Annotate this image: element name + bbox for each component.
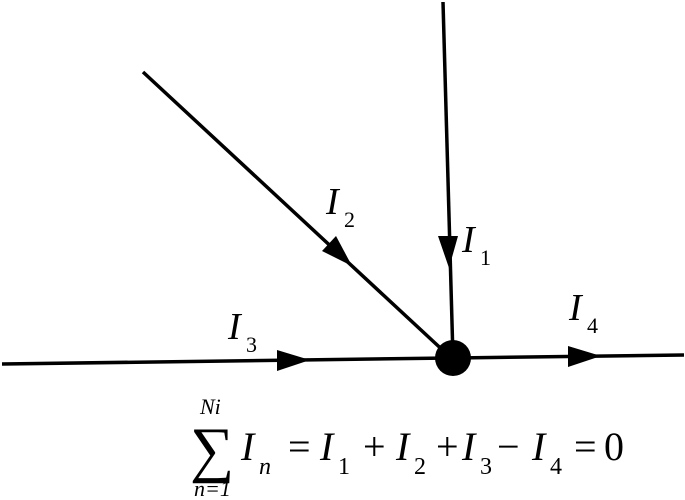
equals-sign-2: =: [574, 424, 597, 469]
sum-upper-limit: Ni: [199, 394, 221, 419]
label-i1-subscript: 1: [480, 245, 491, 270]
arrow-i1: [438, 236, 458, 268]
term-i3-letter: I: [461, 424, 477, 469]
plus-sign-1: +: [363, 424, 386, 469]
junction-node: [435, 340, 471, 376]
sigma-symbol: ∑: [190, 416, 234, 484]
plus-sign-2: +: [436, 424, 459, 469]
label-i3: I 3: [227, 306, 257, 357]
summand-letter: I: [240, 424, 256, 469]
label-i3-subscript: 3: [246, 332, 257, 357]
label-i3-letter: I: [227, 306, 243, 348]
label-i1-letter: I: [461, 219, 477, 261]
term-i2-subscript: 2: [414, 454, 426, 480]
term-i1-subscript: 1: [338, 454, 350, 480]
wire-i3: [1, 356, 451, 366]
term-i1-letter: I: [319, 424, 335, 469]
equals-sign-1: =: [288, 424, 311, 469]
arrow-i2: [322, 236, 352, 266]
label-i2-letter: I: [325, 181, 341, 223]
label-i2: I 2: [325, 181, 355, 232]
term-i2-letter: I: [395, 424, 411, 469]
label-i2-subscript: 2: [344, 207, 355, 232]
arrow-i4: [568, 346, 601, 367]
wire-i1: [441, 1, 455, 359]
kirchhoff-equation: Ni ∑ n=1 I n = I 1 + I 2 + I 3 − I 4 = 0: [190, 394, 624, 500]
label-i4-subscript: 4: [587, 313, 598, 338]
wire-i2: [141, 70, 451, 358]
term-i3-subscript: 3: [480, 454, 492, 480]
label-i4: I 4: [568, 287, 598, 338]
sum-lower-limit: n=1: [194, 476, 231, 500]
term-i4-subscript: 4: [550, 454, 562, 480]
label-i4-letter: I: [568, 287, 584, 329]
minus-sign: −: [497, 424, 520, 469]
arrow-i3: [277, 350, 310, 371]
label-i1: I 1: [461, 219, 491, 270]
summand-subscript: n: [259, 454, 271, 480]
equation-rhs-zero: 0: [604, 424, 624, 469]
term-i4-letter: I: [531, 424, 547, 469]
